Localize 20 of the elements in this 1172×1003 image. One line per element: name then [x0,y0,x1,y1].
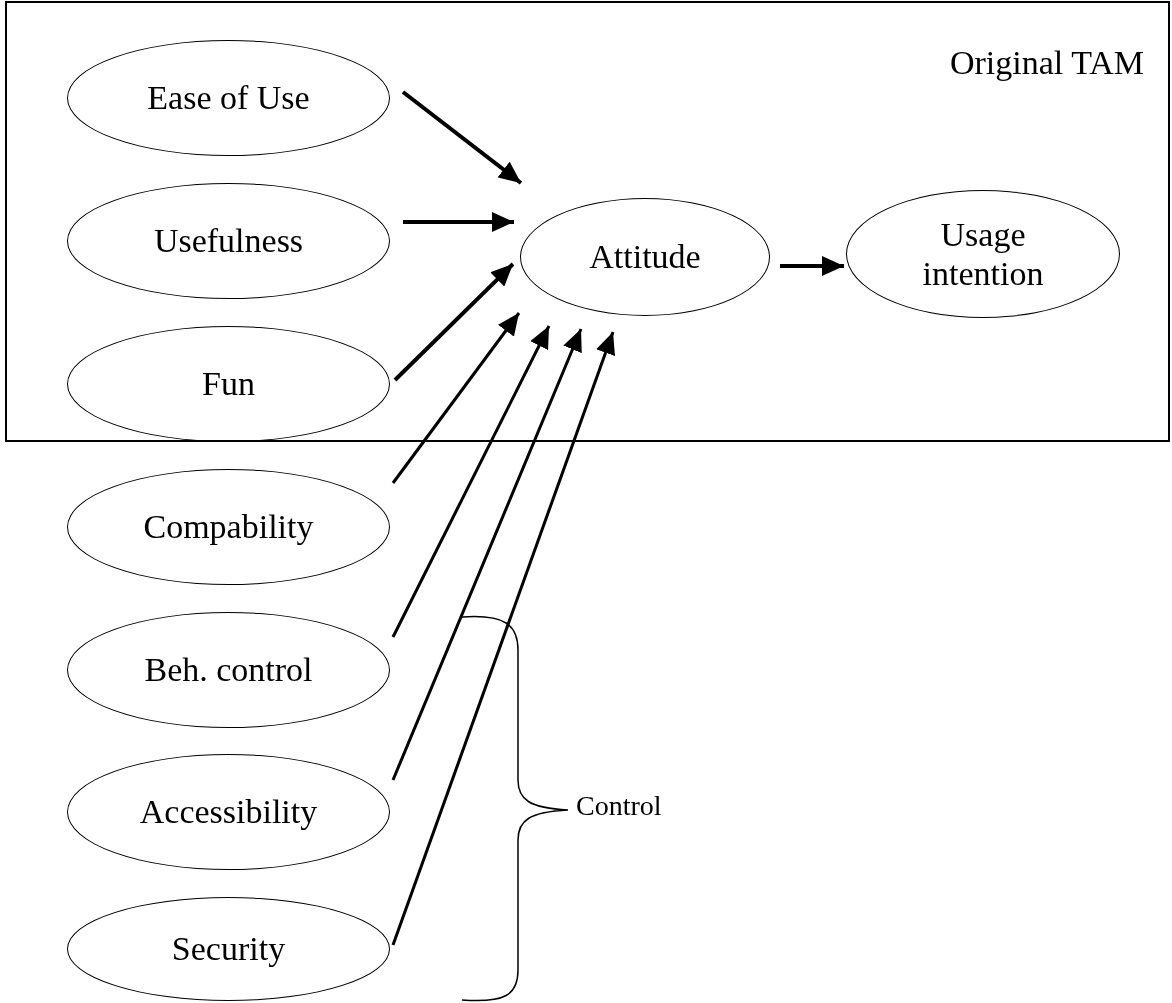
arrow [391,325,551,638]
bracket-label: Control [576,790,662,822]
arrow [780,256,844,276]
node-label: Accessibility [138,792,319,832]
arrow [401,90,523,185]
node-label: Fun [201,364,256,404]
arrow [391,312,521,484]
node-label: Compability [142,507,315,547]
node-label: Attitude [588,237,702,277]
group-title: Original TAM [949,43,1144,83]
arrow [393,262,515,382]
arrow [391,331,615,946]
node-label: Security [170,929,287,969]
node-label: Beh. control [143,650,314,690]
node-label: Usage intention [921,214,1045,294]
node-label: Usefulness [152,221,305,261]
node-label: Ease of Use [146,78,311,118]
arrow [403,212,514,232]
group-frame [5,1,1170,442]
arrow [391,328,583,781]
